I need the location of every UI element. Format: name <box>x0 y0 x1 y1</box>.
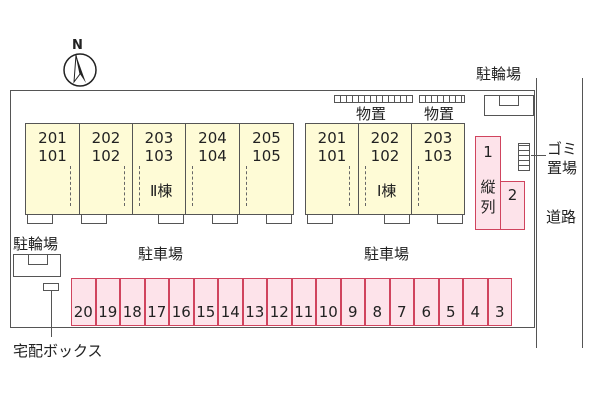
parking-slot-number: 5 <box>445 303 456 321</box>
parking-label: 駐車場 <box>138 245 184 263</box>
compass: N <box>62 38 102 87</box>
unit-block: 204 104 <box>185 123 240 215</box>
delivery-box <box>43 283 59 291</box>
parking-slot-12: 12 <box>267 278 292 326</box>
road-edge-line <box>536 78 537 348</box>
unit-lower-number: 102 <box>91 147 121 165</box>
unit-block: 202 102 <box>79 123 133 215</box>
unit-upper-number: 201 <box>38 129 67 147</box>
unit-lower-number: 105 <box>252 147 281 165</box>
parking-slot-4: 4 <box>463 278 488 326</box>
unit-upper-number: 205 <box>252 129 281 147</box>
unit-lower-number: 102 <box>370 147 400 165</box>
parking-slot-number: 6 <box>421 303 432 321</box>
parking-slot-11: 11 <box>291 278 316 326</box>
garbage-label: ゴミ <box>547 140 578 158</box>
parking-slot-16: 16 <box>169 278 194 326</box>
tandem-label: 列 <box>480 198 496 216</box>
parking-slot-1: 1 縦 列 <box>475 136 501 230</box>
delivery-box-label: 宅配ボックス <box>13 342 103 360</box>
bike-parking-label: 駐輪場 <box>476 65 522 83</box>
parking-slot-number: 17 <box>147 303 167 321</box>
porch <box>158 214 184 224</box>
garbage-leader-line <box>531 155 546 156</box>
road-label: 道路 <box>546 208 577 226</box>
building-1-label: Ⅰ棟 <box>377 180 397 201</box>
parking-slot-10: 10 <box>316 278 341 326</box>
unit-block: 205 105 <box>239 123 294 215</box>
unit-block: 203 103 <box>411 123 465 215</box>
garbage-label: 置場 <box>547 159 578 177</box>
porch <box>266 214 292 224</box>
unit-lower-number: 101 <box>38 147 67 165</box>
porch <box>437 214 463 224</box>
tandem-label: 縦 <box>480 178 496 196</box>
parking-slot-number: 4 <box>470 303 481 321</box>
parking-slot-number: 10 <box>318 303 338 321</box>
parking-slot-7: 7 <box>389 278 414 326</box>
porch <box>307 214 333 224</box>
garbage-station <box>518 143 530 171</box>
storage-shed <box>419 95 465 103</box>
parking-slot-14: 14 <box>218 278 243 326</box>
compass-north-label: N <box>72 38 83 53</box>
parking-slot-2: 2 <box>500 181 525 230</box>
parking-slot-15: 15 <box>193 278 218 326</box>
parking-slot-number: 8 <box>372 303 383 321</box>
porch <box>27 214 53 224</box>
parking-label: 駐車場 <box>364 245 410 263</box>
parking-slot-number: 7 <box>396 303 407 321</box>
unit-upper-number: 202 <box>91 129 121 147</box>
parking-slot-number: 19 <box>98 303 118 321</box>
bike-parking-label: 駐輪場 <box>13 235 59 253</box>
parking-slot-number: 9 <box>347 303 358 321</box>
parking-slot-9: 9 <box>340 278 365 326</box>
unit-lower-number: 103 <box>423 147 453 165</box>
bike-parking-area <box>13 254 61 277</box>
unit-block: 203 103 <box>132 123 186 215</box>
unit-upper-number: 204 <box>198 129 227 147</box>
parking-slot-number: 1 <box>483 143 493 161</box>
parking-slot-number: 15 <box>196 303 216 321</box>
bike-parking-area <box>484 95 534 116</box>
parking-slot-number: 14 <box>220 303 240 321</box>
parking-slot-20: 20 <box>71 278 96 326</box>
parking-slot-19: 19 <box>95 278 120 326</box>
unit-lower-number: 101 <box>317 147 347 165</box>
parking-slot-5: 5 <box>438 278 463 326</box>
parking-slot-number: 12 <box>269 303 289 321</box>
unit-upper-number: 202 <box>370 129 400 147</box>
storage-label: 物置 <box>424 105 455 123</box>
porch <box>384 214 410 224</box>
building-2-label: Ⅱ棟 <box>150 180 173 201</box>
storage-label: 物置 <box>356 105 387 123</box>
parking-slot-number: 20 <box>73 303 93 321</box>
unit-lower-number: 104 <box>198 147 227 165</box>
parking-slot-17: 17 <box>144 278 169 326</box>
porch <box>212 214 238 224</box>
unit-upper-number: 201 <box>317 129 347 147</box>
unit-block: 201 101 <box>25 123 80 215</box>
delivery-box-leader-line <box>51 291 52 337</box>
parking-slot-number: 11 <box>294 303 314 321</box>
storage-shed <box>334 95 413 103</box>
porch <box>81 214 107 224</box>
unit-upper-number: 203 <box>144 129 174 147</box>
parking-slot-number: 16 <box>171 303 191 321</box>
unit-upper-number: 203 <box>423 129 453 147</box>
parking-slot-number: 18 <box>122 303 142 321</box>
road-edge-line <box>582 78 583 348</box>
parking-slot-6: 6 <box>414 278 439 326</box>
parking-slot-number: 2 <box>507 186 518 204</box>
unit-block: 202 102 <box>358 123 412 215</box>
parking-slot-3: 3 <box>487 278 512 326</box>
unit-lower-number: 103 <box>144 147 174 165</box>
parking-slot-18: 18 <box>120 278 145 326</box>
compass-icon <box>63 53 97 87</box>
unit-block: 201 101 <box>305 123 359 215</box>
parking-slot-13: 13 <box>242 278 267 326</box>
parking-slot-8: 8 <box>365 278 390 326</box>
parking-slot-number: 3 <box>494 303 505 321</box>
parking-slot-number: 13 <box>245 303 265 321</box>
